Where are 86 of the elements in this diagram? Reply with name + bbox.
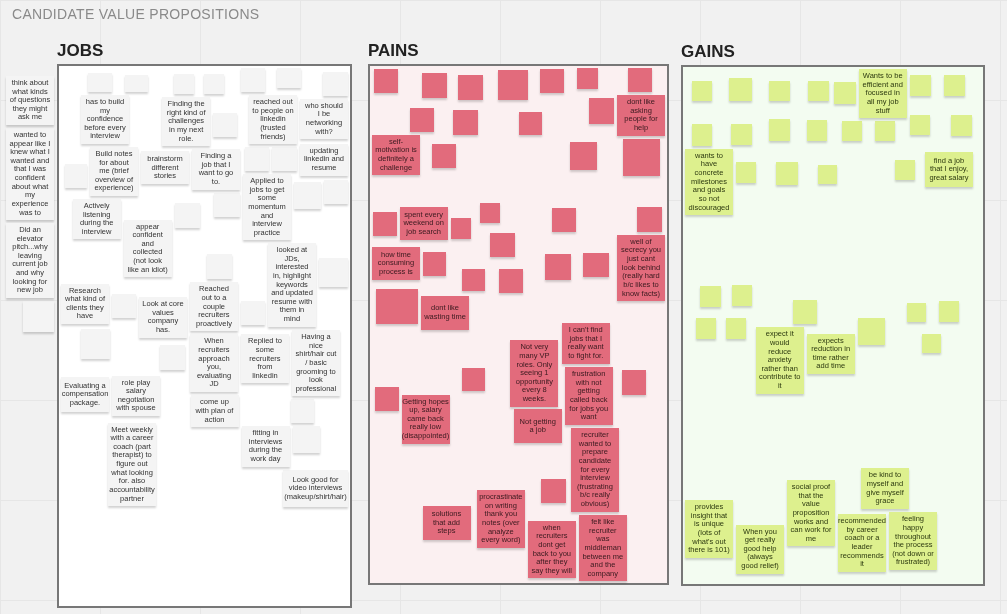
sticky-note <box>245 147 269 171</box>
sticky-note <box>539 68 564 93</box>
sticky-note <box>450 218 471 239</box>
sticky-note <box>692 81 712 101</box>
sticky-note <box>732 285 752 306</box>
sticky-note <box>373 68 398 93</box>
sticky-note <box>858 317 885 345</box>
sticky-note <box>432 144 456 168</box>
sticky-note <box>290 399 314 423</box>
sticky-note <box>833 81 856 104</box>
sticky-note <box>895 160 915 180</box>
sticky-note <box>807 120 827 141</box>
sticky-note <box>294 182 321 209</box>
sticky-note <box>818 165 837 184</box>
sticky-note <box>728 77 752 101</box>
sticky-note <box>792 300 817 325</box>
sticky-note <box>731 124 752 145</box>
sticky-note <box>324 179 348 204</box>
sticky-note <box>939 301 959 322</box>
sticky-note <box>545 254 571 280</box>
sticky-note <box>461 268 485 291</box>
sticky-note <box>214 193 240 218</box>
sticky-note <box>922 333 941 353</box>
sticky-note <box>292 426 320 453</box>
board-title: CANDIDATE VALUE PROPOSITIONS <box>12 6 260 22</box>
sticky-note <box>124 74 148 92</box>
sticky-note <box>622 139 660 176</box>
sticky-note <box>372 211 397 236</box>
sticky-note <box>241 68 265 92</box>
sticky-note <box>112 294 136 318</box>
sticky-note <box>458 75 483 100</box>
sticky-note <box>569 141 597 170</box>
sticky-note <box>909 115 930 135</box>
sticky-note <box>951 115 972 136</box>
sticky-note <box>207 254 232 280</box>
sticky-note <box>497 69 528 100</box>
sticky-note <box>589 98 614 124</box>
sticky-note <box>65 164 87 188</box>
sticky-note <box>769 81 790 101</box>
sticky-note <box>422 73 447 98</box>
sticky-note <box>551 207 576 232</box>
sticky-note <box>907 303 926 322</box>
sticky-note <box>23 300 54 332</box>
sticky-note <box>637 206 662 232</box>
sticky-note <box>726 318 746 339</box>
sticky-note <box>453 110 478 135</box>
sticky-note <box>374 387 399 411</box>
sticky-note <box>376 288 418 324</box>
sticky-note <box>204 74 224 95</box>
sticky-note <box>499 268 523 293</box>
sticky-note <box>769 119 790 141</box>
sticky-note <box>541 479 566 503</box>
sticky-note <box>423 251 446 276</box>
panel-heading: JOBS <box>57 41 104 61</box>
panel-heading: PAINS <box>368 41 419 61</box>
sticky-note <box>490 233 515 257</box>
sticky-note <box>842 121 862 141</box>
sticky-note <box>461 367 485 391</box>
sticky-note <box>276 68 301 88</box>
sticky-note <box>174 74 194 95</box>
sticky-note <box>80 329 110 359</box>
sticky-note <box>518 111 542 135</box>
sticky-note <box>700 286 721 307</box>
sticky-note <box>160 345 186 371</box>
sticky-note <box>622 370 646 395</box>
sticky-note <box>692 123 712 146</box>
sticky-note <box>174 203 200 228</box>
sticky-note <box>577 68 598 89</box>
sticky-note <box>944 75 965 96</box>
sticky-note <box>628 68 652 92</box>
sticky-note <box>272 147 297 171</box>
sticky-note <box>319 257 348 287</box>
panel-heading: GAINS <box>681 42 735 62</box>
sticky-note <box>909 75 931 96</box>
sticky-note <box>808 81 829 101</box>
sticky-note <box>875 121 895 141</box>
sticky-note <box>583 253 609 277</box>
sticky-note <box>87 72 112 92</box>
sticky-note <box>696 318 716 339</box>
sticky-note <box>213 112 238 137</box>
sticky-note <box>480 203 500 223</box>
sticky-note <box>736 162 756 183</box>
sticky-note <box>410 107 434 132</box>
sticky-note <box>241 301 265 325</box>
sticky-note <box>323 71 348 96</box>
sticky-note <box>776 161 798 185</box>
